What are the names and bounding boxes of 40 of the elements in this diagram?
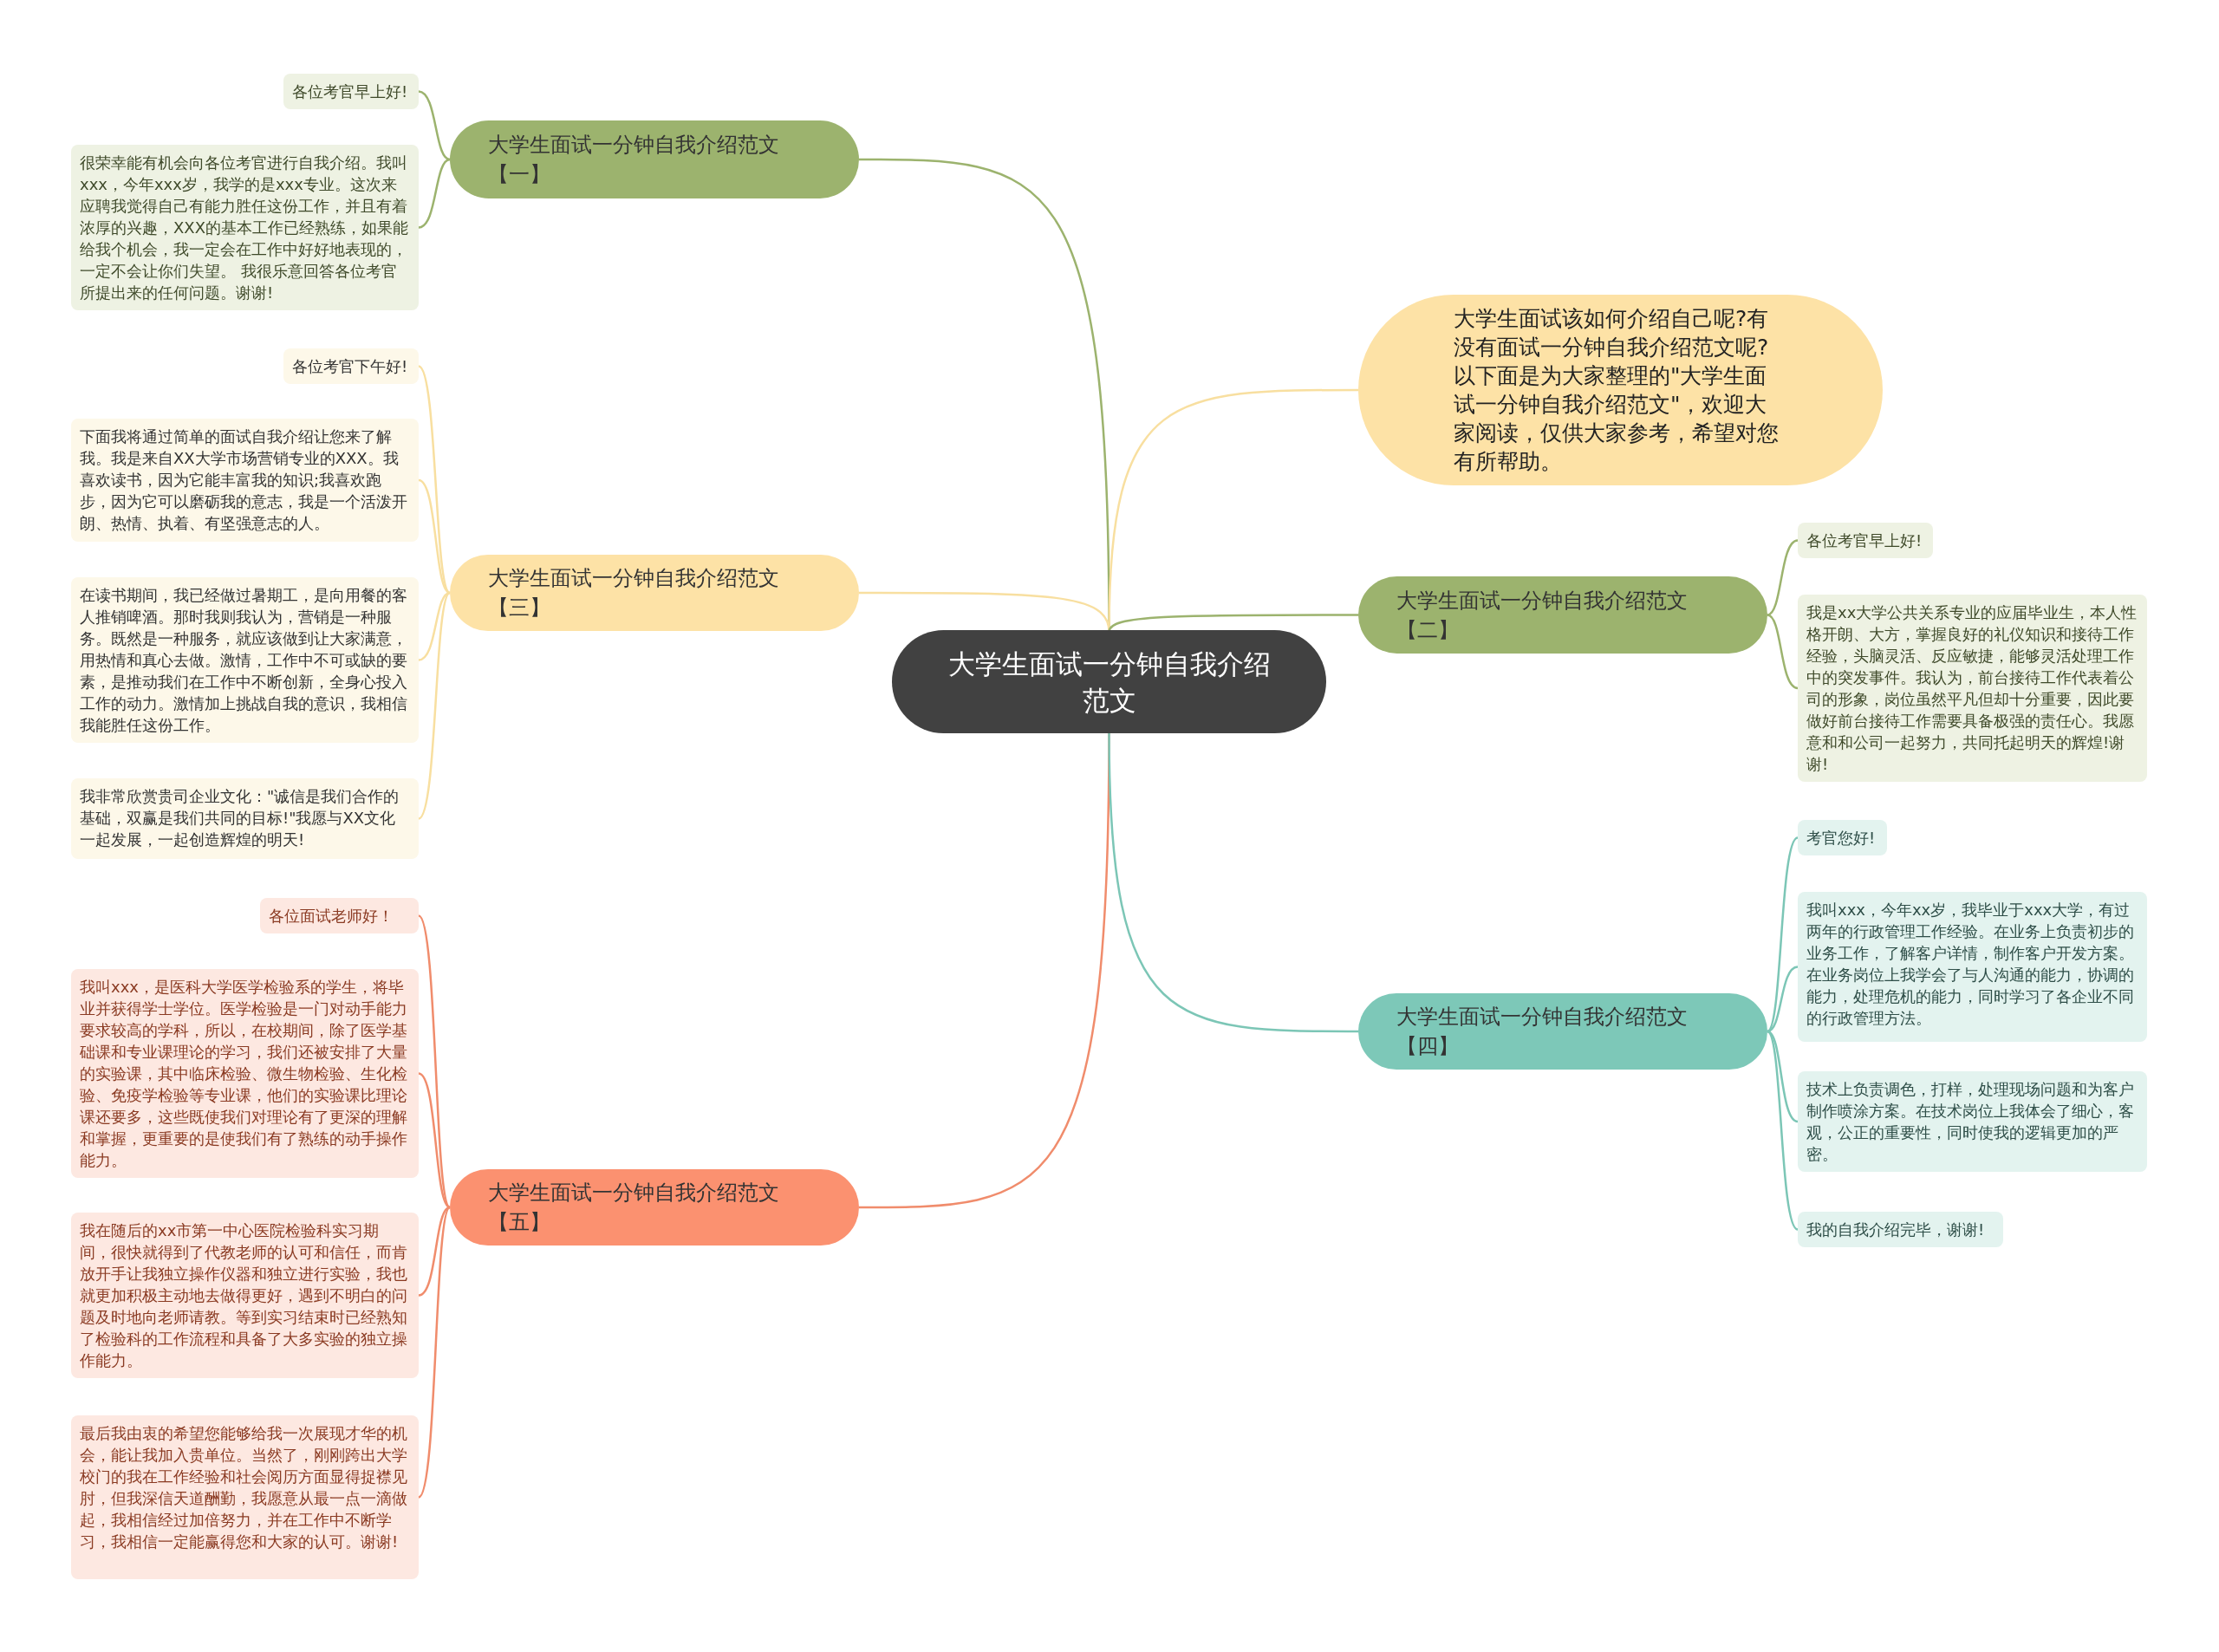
connector-line <box>418 1206 452 1499</box>
note-box: 各位面试老师好！ <box>260 898 419 933</box>
note-box: 很荣幸能有机会向各位考官进行自我介绍。我叫xxx，今年xxx岁，我学的是xxx专业。这次来应聘我觉得自己有能力胜任这份工作，并且有着浓厚的兴趣，XXX的基本工作已经熟练，如果能给我个机会，我一定会在工作中好好地表现的，一定不会让你们失望。 我很乐意回答各位考官所提出来的任何问题。谢谢! <box>71 145 419 310</box>
central-topic: 大学生面试一分钟自我介绍范文 <box>892 630 1326 733</box>
connector-line <box>418 365 451 594</box>
topic-box: 大学生面试一分钟自我介绍范文【四】 <box>1358 993 1767 1070</box>
intro-bubble: 大学生面试该如何介绍自己呢?有没有面试一分钟自我介绍范文呢?以下面是为大家整理的"大学生面试一分钟自我介绍范文"，欢迎大家阅读，仅供大家参考，希望对您有所帮助。 <box>1358 295 1883 485</box>
note-box: 我是xx大学公共关系专业的应届毕业生，本人性格开朗、大方，掌握良好的礼仪知识和接待工作经验，头脑灵活、反应敏捷，能够灵活处理工作中的突发事件。我认为，前台接待工作代表着公司的形象，岗位虽然平凡但却十分重要，因此要做好前台接待工作需要具备极强的责任心。我愿意和和公司一起努力，共同托起明天的辉煌!谢谢! <box>1798 595 2147 782</box>
note-box: 各位考官早上好! <box>283 74 419 109</box>
connector-line <box>418 914 452 1208</box>
connector-line <box>1108 731 1358 1033</box>
note-box: 下面我将通过简单的面试自我介绍让您来了解我。我是来自XX大学市场营销专业的XXX。我喜欢读书，因为它能丰富我的知识;我喜欢跑步，因为它可以磨砺我的意志，我是一个活泼开朗、热情、执着、有坚强意志的人。 <box>71 419 419 542</box>
connector-line <box>1767 966 1799 1033</box>
connector-line <box>1767 539 1799 616</box>
connector-line <box>418 1206 451 1297</box>
note-box: 在读书期间，我已经做过暑期工，是向用餐的客人推销啤酒。那时我则我认为，营销是一种服务。既然是一种服务，就应该做到让大家满意，用热情和真心去做。激情，工作中不可或缺的要素，是推动我们在工作中不断创新，全身心投入工作的动力。激情加上挑战自我的意识，我相信我能胜任这份工作。 <box>71 577 419 743</box>
note-box: 技术上负责调色，打样，处理现场问题和为客户制作喷涂方案。在技术岗位上我体会了细心，客观，公正的重要性，同时使我的逻辑更加的严密。 <box>1798 1071 2147 1172</box>
note-box: 各位考官下午好! <box>283 348 419 384</box>
connector-line <box>418 90 451 161</box>
connector-line <box>418 478 451 595</box>
note-box: 我非常欣赏贵司企业文化："诚信是我们合作的基础，双赢是我们共同的目标!"我愿与XX文化一起发展，一起创造辉煌的明天! <box>71 778 419 859</box>
connector-line <box>418 158 451 229</box>
note-box: 最后我由衷的希望您能够给我一次展现才华的机会，能让我加入贵单位。当然了，刚刚跨出大学校门的我在工作经验和社会阅历方面显得捉襟见肘，但我深信天道酬勤，我愿意从最一点一滴做起，我相信经过加倍努力，并在工作中不断学习，我相信一定能赢得您和大家的认可。谢谢! <box>71 1415 419 1579</box>
connector-line <box>418 1072 451 1208</box>
note-box: 我在随后的xx市第一中心医院检验科实习期间，很快就得到了代教老师的认可和信任，而肯放开手让我独立操作仪器和独立进行实验，我也就更加积极主动地去做得更好，遇到不明白的问题及时地向老师请教。等到实习结束时已经熟知了检验科的工作流程和具备了大多实验的独立操作能力。 <box>71 1213 419 1378</box>
topic-box: 大学生面试一分钟自我介绍范文【五】 <box>450 1169 859 1246</box>
note-box: 我叫xxx，今年xx岁，我毕业于xxx大学，有过两年的行政管理工作经验。在业务上负责初步的业务工作，了解客户详情，制作客户开发方案。在业务岗位上我学会了与人沟通的能力，协调的能力，处理危机的能力，同时学习了各企业不同的行政管理方法。 <box>1798 892 2147 1042</box>
connector-line <box>1108 614 1358 633</box>
topic-box: 大学生面试一分钟自我介绍范文【二】 <box>1358 576 1767 654</box>
connector-line <box>1767 614 1799 690</box>
connector-line <box>1767 836 1799 1032</box>
topic-box: 大学生面试一分钟自我介绍范文【三】 <box>450 555 859 631</box>
connector-line <box>1767 1031 1799 1231</box>
note-box: 考官您好! <box>1798 820 1887 855</box>
topic-box: 大学生面试一分钟自我介绍范文【一】 <box>450 120 859 198</box>
note-box: 我叫xxx，是医科大学医学检验系的学生，将毕业并获得学士学位。医学检验是一门对动手能力要求较高的学科，所以，在校期间，除了医学基础课和专业课理论的学习，我们还被安排了大量的实验课，其中临床检验、微生物检验、生化检验、免疫学检验等专业课，他们的实验课比理论课还要多，这些既使我们对理论有了更深的理解和掌握，更重要的是使我们有了熟练的动手操作能力。 <box>71 969 419 1178</box>
connector-line <box>418 591 451 661</box>
note-box: 我的自我介绍完毕，谢谢! <box>1798 1212 2003 1247</box>
note-box: 各位考官早上好! <box>1798 523 1933 558</box>
connector-line <box>418 592 451 820</box>
